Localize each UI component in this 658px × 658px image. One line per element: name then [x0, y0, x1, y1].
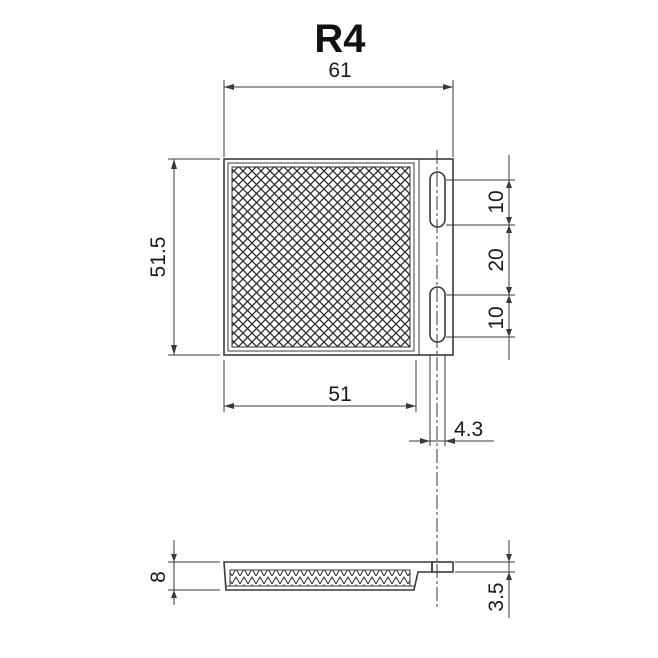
dim-slot-width: 4.3	[409, 355, 494, 446]
dim-label-slot-top: 10	[485, 190, 508, 213]
front-view	[223, 150, 454, 610]
dim-thickness: 8	[147, 540, 220, 605]
reflector-body-outline	[223, 158, 454, 356]
dim-label-slot-bottom: 10	[485, 306, 508, 329]
dim-slots: 10 20 10	[446, 155, 515, 360]
reflector-surface	[231, 166, 411, 348]
dim-label-width-reflector: 51	[328, 383, 351, 406]
drawing-title: R4	[314, 17, 366, 61]
dim-label-slot-spacing: 20	[485, 248, 508, 271]
dim-flange: 3.5	[455, 540, 515, 618]
side-view	[223, 561, 454, 591]
reflector-frame	[227, 162, 415, 352]
dim-width-reflector: 51	[223, 360, 417, 412]
dim-width-overall: 61	[223, 59, 454, 157]
dim-label-height: 51.5	[147, 237, 170, 278]
dim-height: 51.5	[147, 158, 220, 356]
dim-label-flange: 3.5	[485, 582, 508, 611]
side-mounting-flange	[431, 561, 454, 573]
dim-label-thickness: 8	[147, 571, 170, 583]
dim-label-slot-width: 4.3	[454, 418, 483, 441]
dim-label-width-overall: 61	[328, 59, 351, 82]
side-reflector-teeth	[229, 569, 411, 587]
